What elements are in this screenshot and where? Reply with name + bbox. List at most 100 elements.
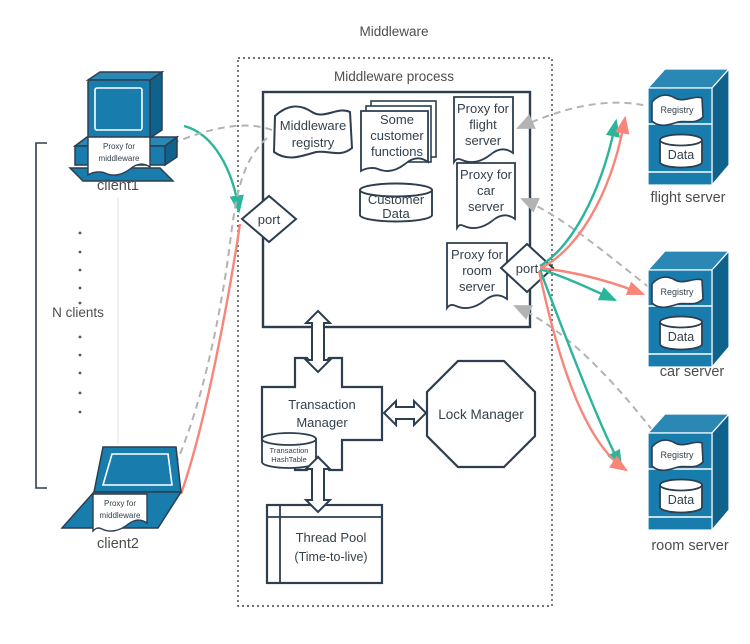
car-server-cabinet: Registry Data car server — [646, 249, 731, 380]
lock-manager-octagon: Lock Manager — [425, 359, 537, 469]
customer-data-line2: Data — [382, 206, 410, 221]
port-left-label: port — [258, 212, 281, 227]
data-cylinder-body — [659, 484, 703, 514]
proxy-room-server-shape: Proxy for room server — [446, 242, 508, 311]
data-cylinder-body — [659, 321, 703, 351]
document-outline — [87, 136, 151, 177]
registry-flag-outline — [272, 105, 354, 159]
room-data-label: Data — [668, 493, 694, 507]
data-cylinder-top — [659, 133, 703, 147]
client1-computer-icon: Proxy for middleware client1 — [68, 70, 180, 194]
client1-proxy-line1: Proxy for — [103, 142, 135, 151]
arrow-transaction-manager-to-thread-pool — [303, 455, 333, 514]
link-port-to-roomserver-red — [537, 270, 629, 472]
thread-pool-box: Thread Pool (Time-to-live) — [265, 503, 384, 585]
cylinder-top — [261, 432, 317, 446]
stack-sheet-front — [360, 110, 429, 173]
n-clients-dots — [78, 231, 82, 414]
client1-proxy-line2: middleware — [99, 154, 140, 163]
thread-pool-outline — [265, 503, 384, 585]
transaction-hashtable-line1: Transaction — [270, 446, 309, 455]
customer-functions-shape: Some customer functions — [360, 100, 437, 173]
diamond-outline — [240, 194, 298, 244]
proxy-room-line2: room — [462, 263, 492, 278]
proxy-car-line3: server — [468, 199, 505, 214]
link-client1-to-port-teal — [183, 124, 244, 214]
flight-data-label: Data — [668, 148, 694, 162]
client2-proxy-doc: Proxy for middleware — [92, 493, 148, 533]
data-cylinder-top — [659, 315, 703, 329]
client1-label: client1 — [97, 178, 139, 194]
link-port-to-client2-red — [179, 223, 242, 495]
car-data-label: Data — [668, 330, 694, 344]
cylinder-body — [359, 189, 433, 223]
transaction-manager-line2: Manager — [296, 415, 348, 430]
client2-laptop-icon: Proxy for middleware client2 — [60, 446, 183, 552]
data-cylinder-top — [659, 478, 703, 492]
flight-registry-label: Registry — [660, 105, 694, 115]
link-registry-to-client2-dashed — [151, 137, 268, 509]
middleware-registry-line1: Middleware — [280, 118, 346, 133]
registry-doc-icon — [651, 439, 704, 472]
registry-doc-icon — [651, 94, 704, 127]
proxy-car-server-shape: Proxy for car server — [456, 162, 516, 231]
middleware-title: Middleware — [359, 24, 428, 39]
link-port-to-carserver-teal — [539, 267, 618, 302]
middleware-registry-line2: registry — [292, 135, 335, 150]
document-outline — [453, 96, 514, 165]
link-port-to-roomserver-teal — [538, 269, 623, 469]
document-outline — [446, 242, 508, 311]
client2-proxy-line2: middleware — [100, 511, 141, 520]
proxy-car-line1: Proxy for — [460, 167, 513, 182]
screen — [94, 87, 143, 131]
link-port-to-flightserver-teal — [539, 118, 620, 268]
client2-label: client2 — [97, 536, 139, 552]
document-outline — [92, 493, 148, 533]
car-registry-label: Registry — [660, 287, 694, 297]
cabinet-side-face — [711, 412, 730, 532]
proxy-flight-line2: flight — [469, 117, 497, 132]
arrow-box-to-transaction-manager — [303, 309, 333, 374]
middleware-process-label: Middleware process — [334, 69, 454, 84]
connectors — [151, 101, 661, 509]
customer-data-cylinder: Customer Data — [359, 182, 433, 223]
arrow-transaction-manager-to-lock-manager — [382, 398, 428, 428]
proxy-flight-server-shape: Proxy for flight server — [453, 96, 514, 165]
car-server-label: car server — [660, 364, 725, 380]
link-roomserver-to-proxy-dashed — [513, 305, 661, 441]
proxy-car-line2: car — [477, 183, 496, 198]
proxy-flight-line1: Proxy for — [457, 101, 510, 116]
transaction-hashtable-line2: HashTable — [271, 455, 306, 464]
proxy-flight-line3: server — [465, 133, 502, 148]
lock-manager-label: Lock Manager — [438, 407, 524, 422]
document-outline — [456, 162, 516, 231]
n-clients-bracket — [35, 142, 47, 489]
link-flightserver-to-proxy-dashed — [516, 101, 656, 129]
customer-functions-line2: customer — [370, 128, 424, 143]
room-server-label: room server — [651, 538, 729, 554]
client1-proxy-doc: Proxy for middleware — [87, 136, 151, 177]
flight-server-label: flight server — [651, 190, 726, 206]
thread-pool-line2: (Time-to-live) — [294, 550, 367, 564]
laptop-screen-inner — [101, 453, 173, 486]
port-right-label: port — [516, 261, 539, 276]
registry-doc-icon — [651, 276, 704, 309]
octagon-outline — [425, 359, 537, 469]
cabinet-side-face — [711, 67, 730, 187]
port-left-diamond: port — [240, 194, 298, 244]
room-registry-label: Registry — [660, 450, 694, 460]
transaction-hashtable-cylinder: Transaction HashTable — [261, 432, 317, 469]
link-port-to-carserver-red — [539, 266, 646, 296]
customer-functions-line1: Some — [380, 112, 414, 127]
customer-functions-line3: functions — [371, 144, 424, 159]
proxy-room-line3: server — [459, 279, 496, 294]
middleware-registry-shape: Middleware registry — [272, 105, 354, 159]
customer-data-line1: Customer — [368, 192, 425, 207]
middleware-boundary — [237, 57, 553, 607]
flight-server-cabinet: Registry Data flight server — [646, 67, 731, 206]
thread-pool-line1: Thread Pool — [296, 530, 367, 545]
monitor-top-face — [85, 71, 165, 81]
proxy-room-line1: Proxy for — [451, 247, 504, 262]
monitor-side-face — [149, 70, 163, 140]
room-server-cabinet: Registry Data room server — [646, 412, 731, 554]
